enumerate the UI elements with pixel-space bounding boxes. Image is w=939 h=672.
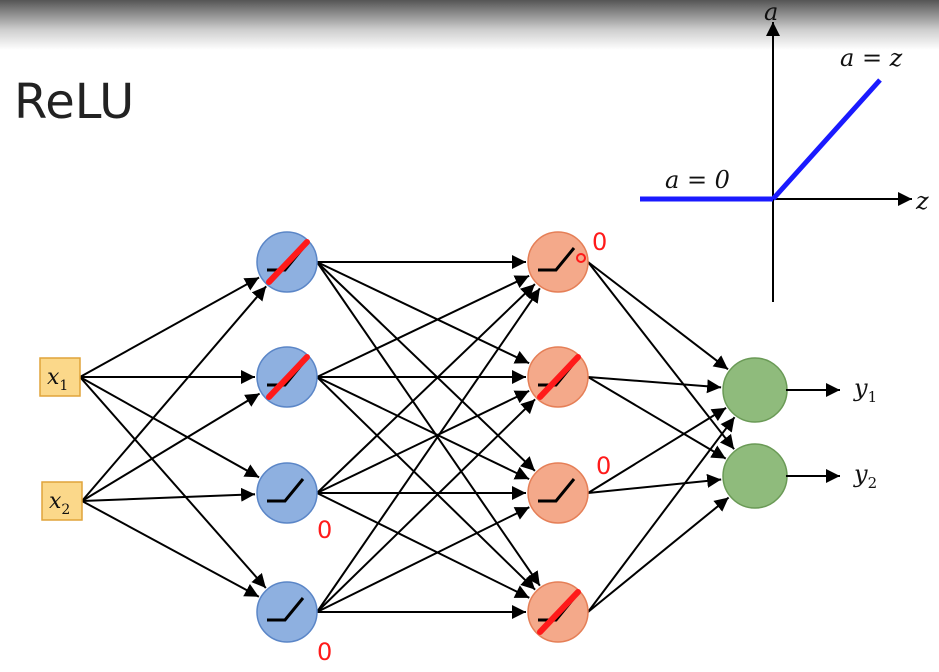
edge-l1n3-l2n2 — [316, 389, 530, 494]
layer2-neuron-2 — [527, 346, 589, 408]
output-label: y — [853, 374, 868, 402]
edge-l1n1-l2n4 — [316, 261, 541, 587]
input-nodes: x1 x2 — [39, 357, 83, 521]
edge-in1-l1n4 — [79, 376, 267, 589]
relu-glyph-icon — [538, 478, 576, 503]
relu-glyph-icon — [267, 478, 305, 503]
relu-glyph-icon — [267, 597, 305, 622]
strike-mark-icon — [537, 589, 581, 635]
edge-l1n3-l2n1 — [316, 283, 536, 494]
y-axis-label: a — [764, 0, 778, 26]
small-circle-icon — [576, 253, 586, 263]
edge-in2-l1n2 — [81, 392, 261, 502]
edge-l2n4-out2 — [587, 496, 730, 613]
relu-plot: a z a = z a = 0 — [640, 0, 929, 302]
input-label: x — [47, 365, 60, 390]
edge-in2-l1n4 — [81, 500, 260, 598]
edge-l2n3-out1 — [587, 406, 727, 494]
input-x2: x2 — [41, 481, 83, 521]
layer2-neuron-1 — [527, 231, 589, 293]
layer1-neuron-3 — [256, 462, 318, 524]
edge-l1n4-l2n1 — [316, 287, 541, 613]
zero-marker-l2-n3: 0 — [596, 452, 611, 480]
relu-glyph-icon — [538, 247, 576, 272]
svg-text:y1: y1 — [853, 374, 877, 406]
edge-l2n3-out2 — [587, 473, 722, 494]
edge-l1n1-l2n2 — [316, 261, 530, 365]
outputs: y1 y2 — [786, 374, 877, 492]
input-subscript: 1 — [59, 378, 68, 394]
output-neuron-2 — [722, 443, 788, 509]
edge-l2n2-out1 — [587, 376, 722, 394]
edge-l1n4-l2n3 — [316, 506, 530, 613]
strike-mark-icon — [266, 354, 310, 400]
layer1-neuron-1 — [256, 231, 318, 293]
input-subscript: 2 — [61, 502, 70, 518]
x-axis-label: z — [915, 187, 929, 215]
edge-l2n2-out2 — [587, 376, 727, 460]
negative-region-label: a = 0 — [665, 166, 730, 194]
output-neuron-1 — [722, 357, 788, 423]
edge-l2n4-out1 — [587, 416, 736, 613]
layer2-neuron-3 — [527, 462, 589, 524]
slide-title: ReLU — [14, 74, 134, 130]
positive-region-label: a = z — [840, 44, 903, 72]
edge-l1n3-l2n4 — [316, 492, 530, 599]
zero-marker-l2-n1: 0 — [592, 228, 607, 256]
layer1-neuron-4 — [256, 581, 318, 643]
zero-marker-l1-n4: 0 — [317, 638, 332, 666]
edge-l1n2-l2n3 — [316, 376, 530, 481]
top-shade — [0, 0, 939, 50]
svg-text:x2: x2 — [49, 489, 70, 518]
edge-in1-l1n3 — [79, 376, 260, 479]
svg-text:x1: x1 — [47, 365, 68, 394]
edge-in1-l1n1 — [79, 276, 260, 378]
output-label: y — [853, 460, 868, 488]
input-x1: x1 — [39, 357, 81, 397]
edge-l2n1-out1 — [587, 261, 729, 371]
input-label: x — [49, 489, 62, 514]
edge-l1n2-l2n1 — [316, 274, 530, 378]
edge-l1n2-l2n4 — [316, 376, 536, 591]
edge-in2-l1n1 — [81, 285, 267, 502]
edge-in2-l1n3 — [81, 487, 256, 502]
zero-marker-l1-n3: 0 — [317, 516, 332, 544]
strike-mark-icon — [266, 239, 310, 285]
zero-markers: 0 0 0 0 — [317, 228, 611, 666]
svg-text:y2: y2 — [853, 460, 877, 492]
strike-mark-icon — [537, 354, 581, 400]
network-nodes — [256, 231, 788, 643]
layer1-neuron-2 — [256, 346, 318, 408]
output-subscript: 1 — [868, 388, 878, 406]
network-connections — [79, 255, 736, 619]
relu-positive-segment — [771, 78, 882, 201]
layer2-neuron-4 — [527, 581, 589, 643]
edge-l1n4-l2n2 — [316, 398, 536, 613]
output-subscript: 2 — [868, 474, 878, 492]
